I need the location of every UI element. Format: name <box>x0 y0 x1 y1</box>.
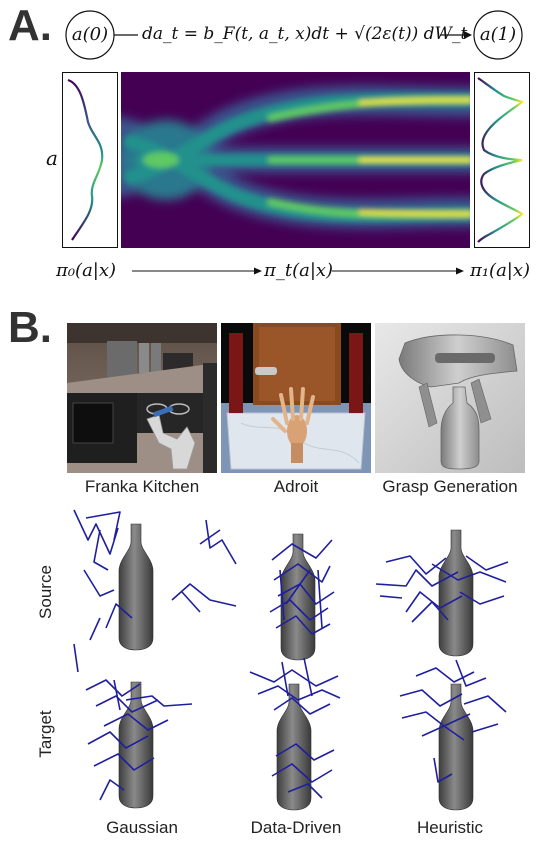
final-density-curve <box>477 77 524 243</box>
initial-distribution-label: π₀(a|x) <box>56 260 117 281</box>
adroit-image <box>221 323 371 473</box>
source-data-driven-cell <box>269 533 335 661</box>
end-arrow-head <box>464 31 472 39</box>
row-label-source: Source <box>36 565 55 619</box>
intermediate-distribution-label: π_t(a|x) <box>264 260 334 281</box>
end-node-circle <box>473 10 523 60</box>
column-caption-data-driven: Data-Driven <box>250 818 342 837</box>
source-heuristic-cell <box>375 529 509 657</box>
panel-b-letter: B. <box>8 303 52 352</box>
initial-density-curve <box>67 78 104 241</box>
y-axis-label: a <box>46 146 58 170</box>
sde-equation: da_t = b_F(t, a_t, x)dt + √(2ε(t)) dW_t <box>142 24 468 44</box>
panel-a-letter: A. <box>8 1 52 50</box>
source-gaussian-cell <box>73 509 237 651</box>
end-node-label: a(1) <box>479 24 517 45</box>
env-caption-franka-kitchen: Franka Kitchen <box>84 477 200 496</box>
final-distribution-label: π₁(a|x) <box>470 260 531 281</box>
env-caption-adroit: Adroit <box>273 477 319 496</box>
env-caption-grasp-generation: Grasp Generation <box>382 477 518 496</box>
start-node-label: a(0) <box>71 24 109 45</box>
initial-density-plot <box>62 72 118 248</box>
density-evolution-heatmap <box>121 72 470 248</box>
row-label-target: Target <box>36 710 55 758</box>
final-density-plot <box>474 72 530 248</box>
target-gaussian-cell <box>73 643 193 809</box>
column-caption-gaussian: Gaussian <box>106 818 178 837</box>
target-data-driven-cell <box>249 657 341 811</box>
grasp-generation-image <box>375 323 525 473</box>
column-caption-heuristic: Heuristic <box>416 818 484 837</box>
franka-kitchen-image <box>67 323 217 473</box>
grasp-grid <box>73 509 509 811</box>
sde-flow-diagram <box>65 10 523 60</box>
target-heuristic-cell <box>399 659 507 811</box>
time-arrows <box>132 267 464 275</box>
